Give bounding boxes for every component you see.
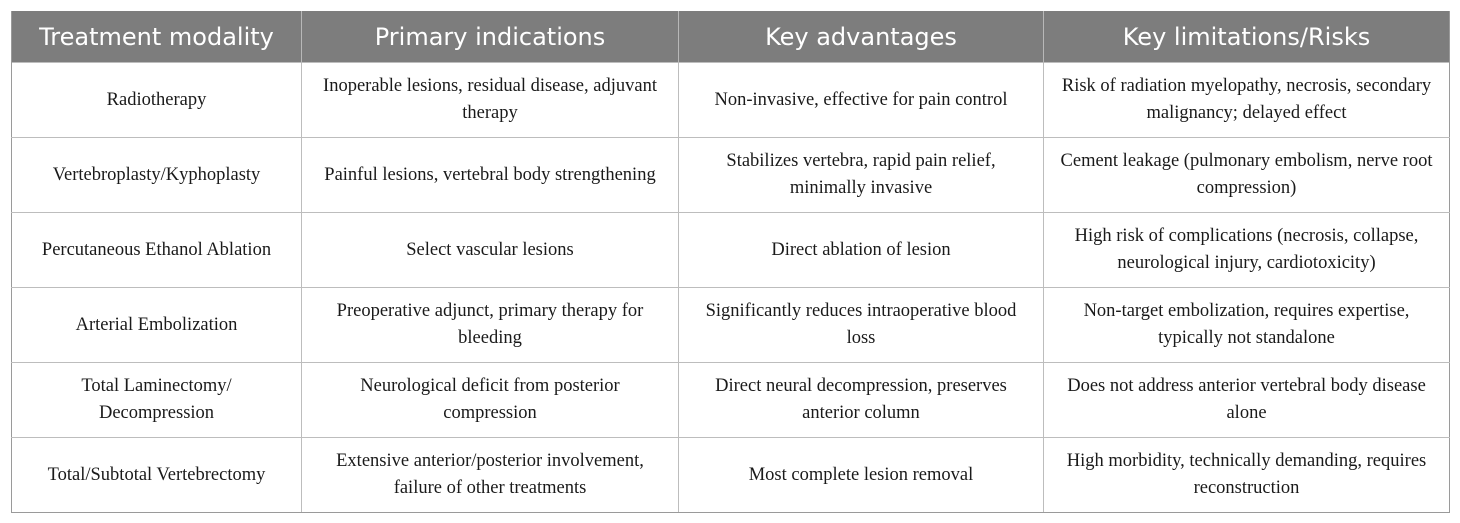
header-treatment-modality: Treatment modality <box>11 11 302 63</box>
cell-advantages: Direct ablation of lesion <box>678 212 1044 288</box>
cell-indications: Select vascular lesions <box>301 212 679 288</box>
table-header: Treatment modality Primary indications K… <box>11 11 1450 63</box>
cell-advantages: Non-invasive, effective for pain control <box>678 62 1044 138</box>
header-key-limitations: Key limitations/Risks <box>1043 11 1450 63</box>
cell-advantages: Most complete lesion removal <box>678 437 1044 513</box>
table-row: Radiotherapy Inoperable lesions, residua… <box>11 62 1450 138</box>
table-body: Radiotherapy Inoperable lesions, residua… <box>11 62 1450 513</box>
cell-modality: Total Laminectomy/ Decompression <box>11 362 302 438</box>
table-row: Percutaneous Ethanol Ablation Select vas… <box>11 212 1450 288</box>
cell-advantages: Stabilizes vertebra, rapid pain relief, … <box>678 137 1044 213</box>
cell-limitations: Non-target embolization, requires expert… <box>1043 287 1450 363</box>
cell-limitations: High morbidity, technically demanding, r… <box>1043 437 1450 513</box>
cell-indications: Painful lesions, vertebral body strength… <box>301 137 679 213</box>
cell-modality: Total/Subtotal Vertebrectomy <box>11 437 302 513</box>
table-row: Vertebroplasty/Kyphoplasty Painful lesio… <box>11 137 1450 213</box>
cell-advantages: Significantly reduces intraoperative blo… <box>678 287 1044 363</box>
cell-modality: Arterial Embolization <box>11 287 302 363</box>
cell-limitations: Does not address anterior vertebral body… <box>1043 362 1450 438</box>
treatment-table-container: Treatment modality Primary indications K… <box>11 11 1450 513</box>
header-row: Treatment modality Primary indications K… <box>11 11 1450 63</box>
table-row: Arterial Embolization Preoperative adjun… <box>11 287 1450 363</box>
treatment-comparison-table: Treatment modality Primary indications K… <box>11 11 1450 513</box>
cell-advantages: Direct neural decompression, preserves a… <box>678 362 1044 438</box>
cell-modality: Radiotherapy <box>11 62 302 138</box>
header-key-advantages: Key advantages <box>678 11 1044 63</box>
cell-indications: Inoperable lesions, residual disease, ad… <box>301 62 679 138</box>
cell-modality: Vertebroplasty/Kyphoplasty <box>11 137 302 213</box>
cell-limitations: Risk of radiation myelopathy, necrosis, … <box>1043 62 1450 138</box>
cell-indications: Neurological deficit from posterior comp… <box>301 362 679 438</box>
cell-indications: Preoperative adjunct, primary therapy fo… <box>301 287 679 363</box>
table-row: Total/Subtotal Vertebrectomy Extensive a… <box>11 437 1450 513</box>
cell-indications: Extensive anterior/posterior involvement… <box>301 437 679 513</box>
header-primary-indications: Primary indications <box>301 11 679 63</box>
cell-limitations: High risk of complications (necrosis, co… <box>1043 212 1450 288</box>
cell-modality: Percutaneous Ethanol Ablation <box>11 212 302 288</box>
cell-limitations: Cement leakage (pulmonary embolism, nerv… <box>1043 137 1450 213</box>
table-row: Total Laminectomy/ Decompression Neurolo… <box>11 362 1450 438</box>
